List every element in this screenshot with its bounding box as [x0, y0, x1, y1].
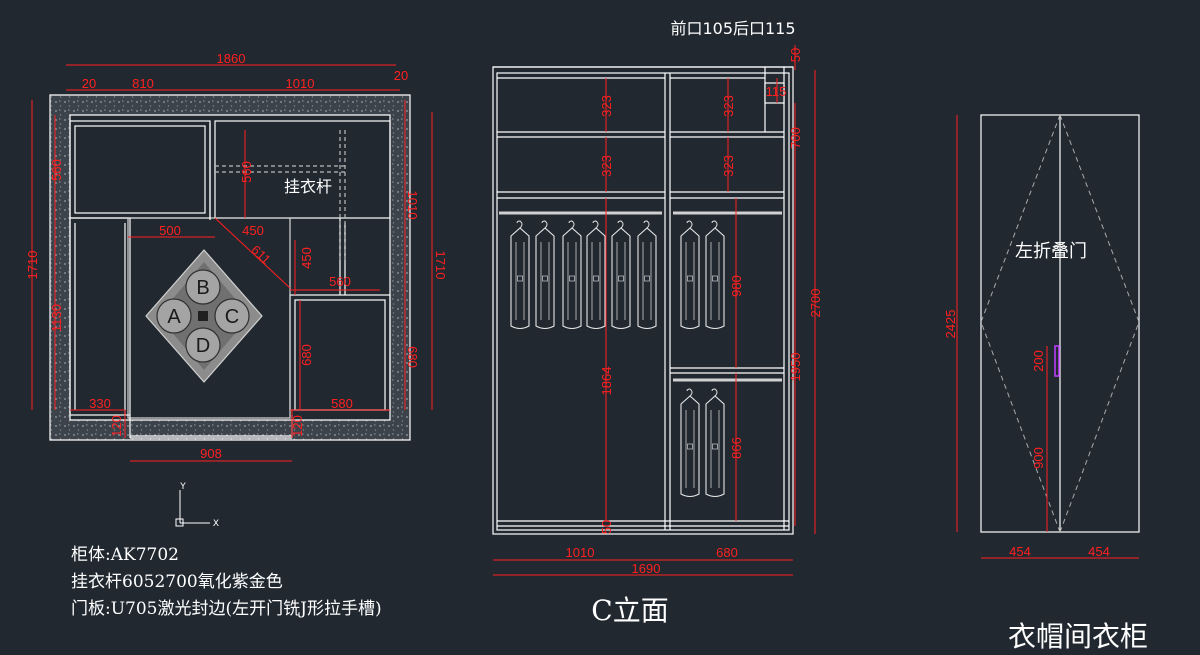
plan-dim-top-4: 20 [394, 68, 408, 83]
door-title: 衣帽间衣柜 [1008, 620, 1148, 653]
door-handle-offset: 900 [1031, 447, 1046, 469]
plan-dimension-lines [31, 64, 433, 462]
plan-dim-330: 330 [89, 396, 111, 411]
floor-plan [49, 94, 411, 441]
elev-dim-right-2: 323 [721, 155, 736, 177]
plan-dim-560-lower: 560 [329, 274, 351, 289]
door-height: 2425 [943, 310, 958, 339]
elev-dim-left-2: 323 [599, 155, 614, 177]
elevation-dimension-lines [493, 45, 816, 576]
elevation-title: C立面 [591, 594, 668, 627]
elev-dim-side-115: 115 [766, 84, 787, 99]
door-width-right: 454 [1088, 544, 1110, 559]
note-hanging-rod: 挂衣杆6052700氧化紫金色 [71, 572, 283, 592]
plan-dim-right-2: 680 [405, 346, 420, 368]
door-handle-height: 200 [1031, 350, 1046, 372]
plan-overall-width: 1860 [217, 51, 246, 66]
plan-dim-top-1: 20 [82, 76, 96, 91]
plan-dim-560-upper: 560 [239, 161, 254, 183]
plan-cabinets [69, 120, 391, 439]
plan-dim-450: 450 [242, 223, 264, 238]
elevation [492, 66, 794, 535]
elev-overall-width: 1690 [632, 561, 661, 576]
elev-dim-left-3: 1864 [599, 367, 614, 396]
elev-dim-bottom-50: 50 [599, 520, 614, 534]
plan-dim-left-2: 1130 [49, 304, 64, 332]
note-cabinet-material: 柜体:AK7702 [71, 545, 179, 565]
elev-dim-right-4: 866 [729, 437, 744, 459]
elev-dim-side-2700: 2700 [808, 289, 823, 318]
elev-dim-bottom-1010: 1010 [566, 545, 595, 560]
plan-dim-120-right: 120 [290, 415, 305, 437]
plan-dim-611: 611 [248, 242, 273, 267]
elev-dim-side-50: 50 [788, 48, 803, 62]
elev-dim-right-3: 980 [729, 275, 744, 297]
plan-dim-120-left: 120 [109, 415, 124, 437]
hanging-rod-label: 挂衣杆 [284, 177, 332, 196]
elev-dim-left-1: 323 [599, 95, 614, 117]
note-door-panel: 门板:U705激光封边(左开门铣J形拉手槽) [71, 599, 382, 619]
plan-overall-height-left: 1710 [25, 251, 40, 280]
plan-dim-580: 580 [331, 396, 353, 411]
elev-dim-side-1950: 1950 [788, 353, 803, 382]
plan-wall [49, 94, 411, 441]
door-label: 左折叠门 [1015, 241, 1087, 262]
door-dimension-lines [956, 115, 1139, 559]
door-width-left: 454 [1009, 544, 1031, 559]
compass-badge [145, 249, 263, 383]
plan-dim-top-3: 1010 [286, 76, 315, 91]
elevation-top-note: 前口105后口115 [670, 19, 795, 38]
ucs-axis-icon [175, 490, 210, 527]
elev-dim-side-700: 700 [788, 127, 803, 149]
plan-dim-500: 500 [159, 223, 181, 238]
plan-dim-680: 680 [299, 344, 314, 366]
plan-dim-908: 908 [200, 446, 222, 461]
compass-letter-a: A [167, 306, 181, 328]
compass-letter-d: D [196, 335, 210, 357]
plan-dim-450-vertical: 450 [299, 247, 314, 269]
plan-dim-right-1: 1010 [405, 191, 420, 220]
plan-dim-left-1: 560 [49, 159, 64, 181]
elevation-hangers [510, 220, 725, 498]
elev-dim-right-1: 323 [721, 95, 736, 117]
compass-letter-b: B [196, 277, 209, 299]
elev-dim-bottom-680: 680 [716, 545, 738, 560]
plan-dim-top-2: 810 [132, 76, 154, 91]
plan-overall-height-right: 1710 [433, 251, 448, 280]
axis-label-x: X [213, 519, 219, 529]
compass-letter-c: C [225, 306, 239, 328]
axis-label-y: Y [179, 482, 186, 492]
door-elevation [980, 114, 1140, 533]
